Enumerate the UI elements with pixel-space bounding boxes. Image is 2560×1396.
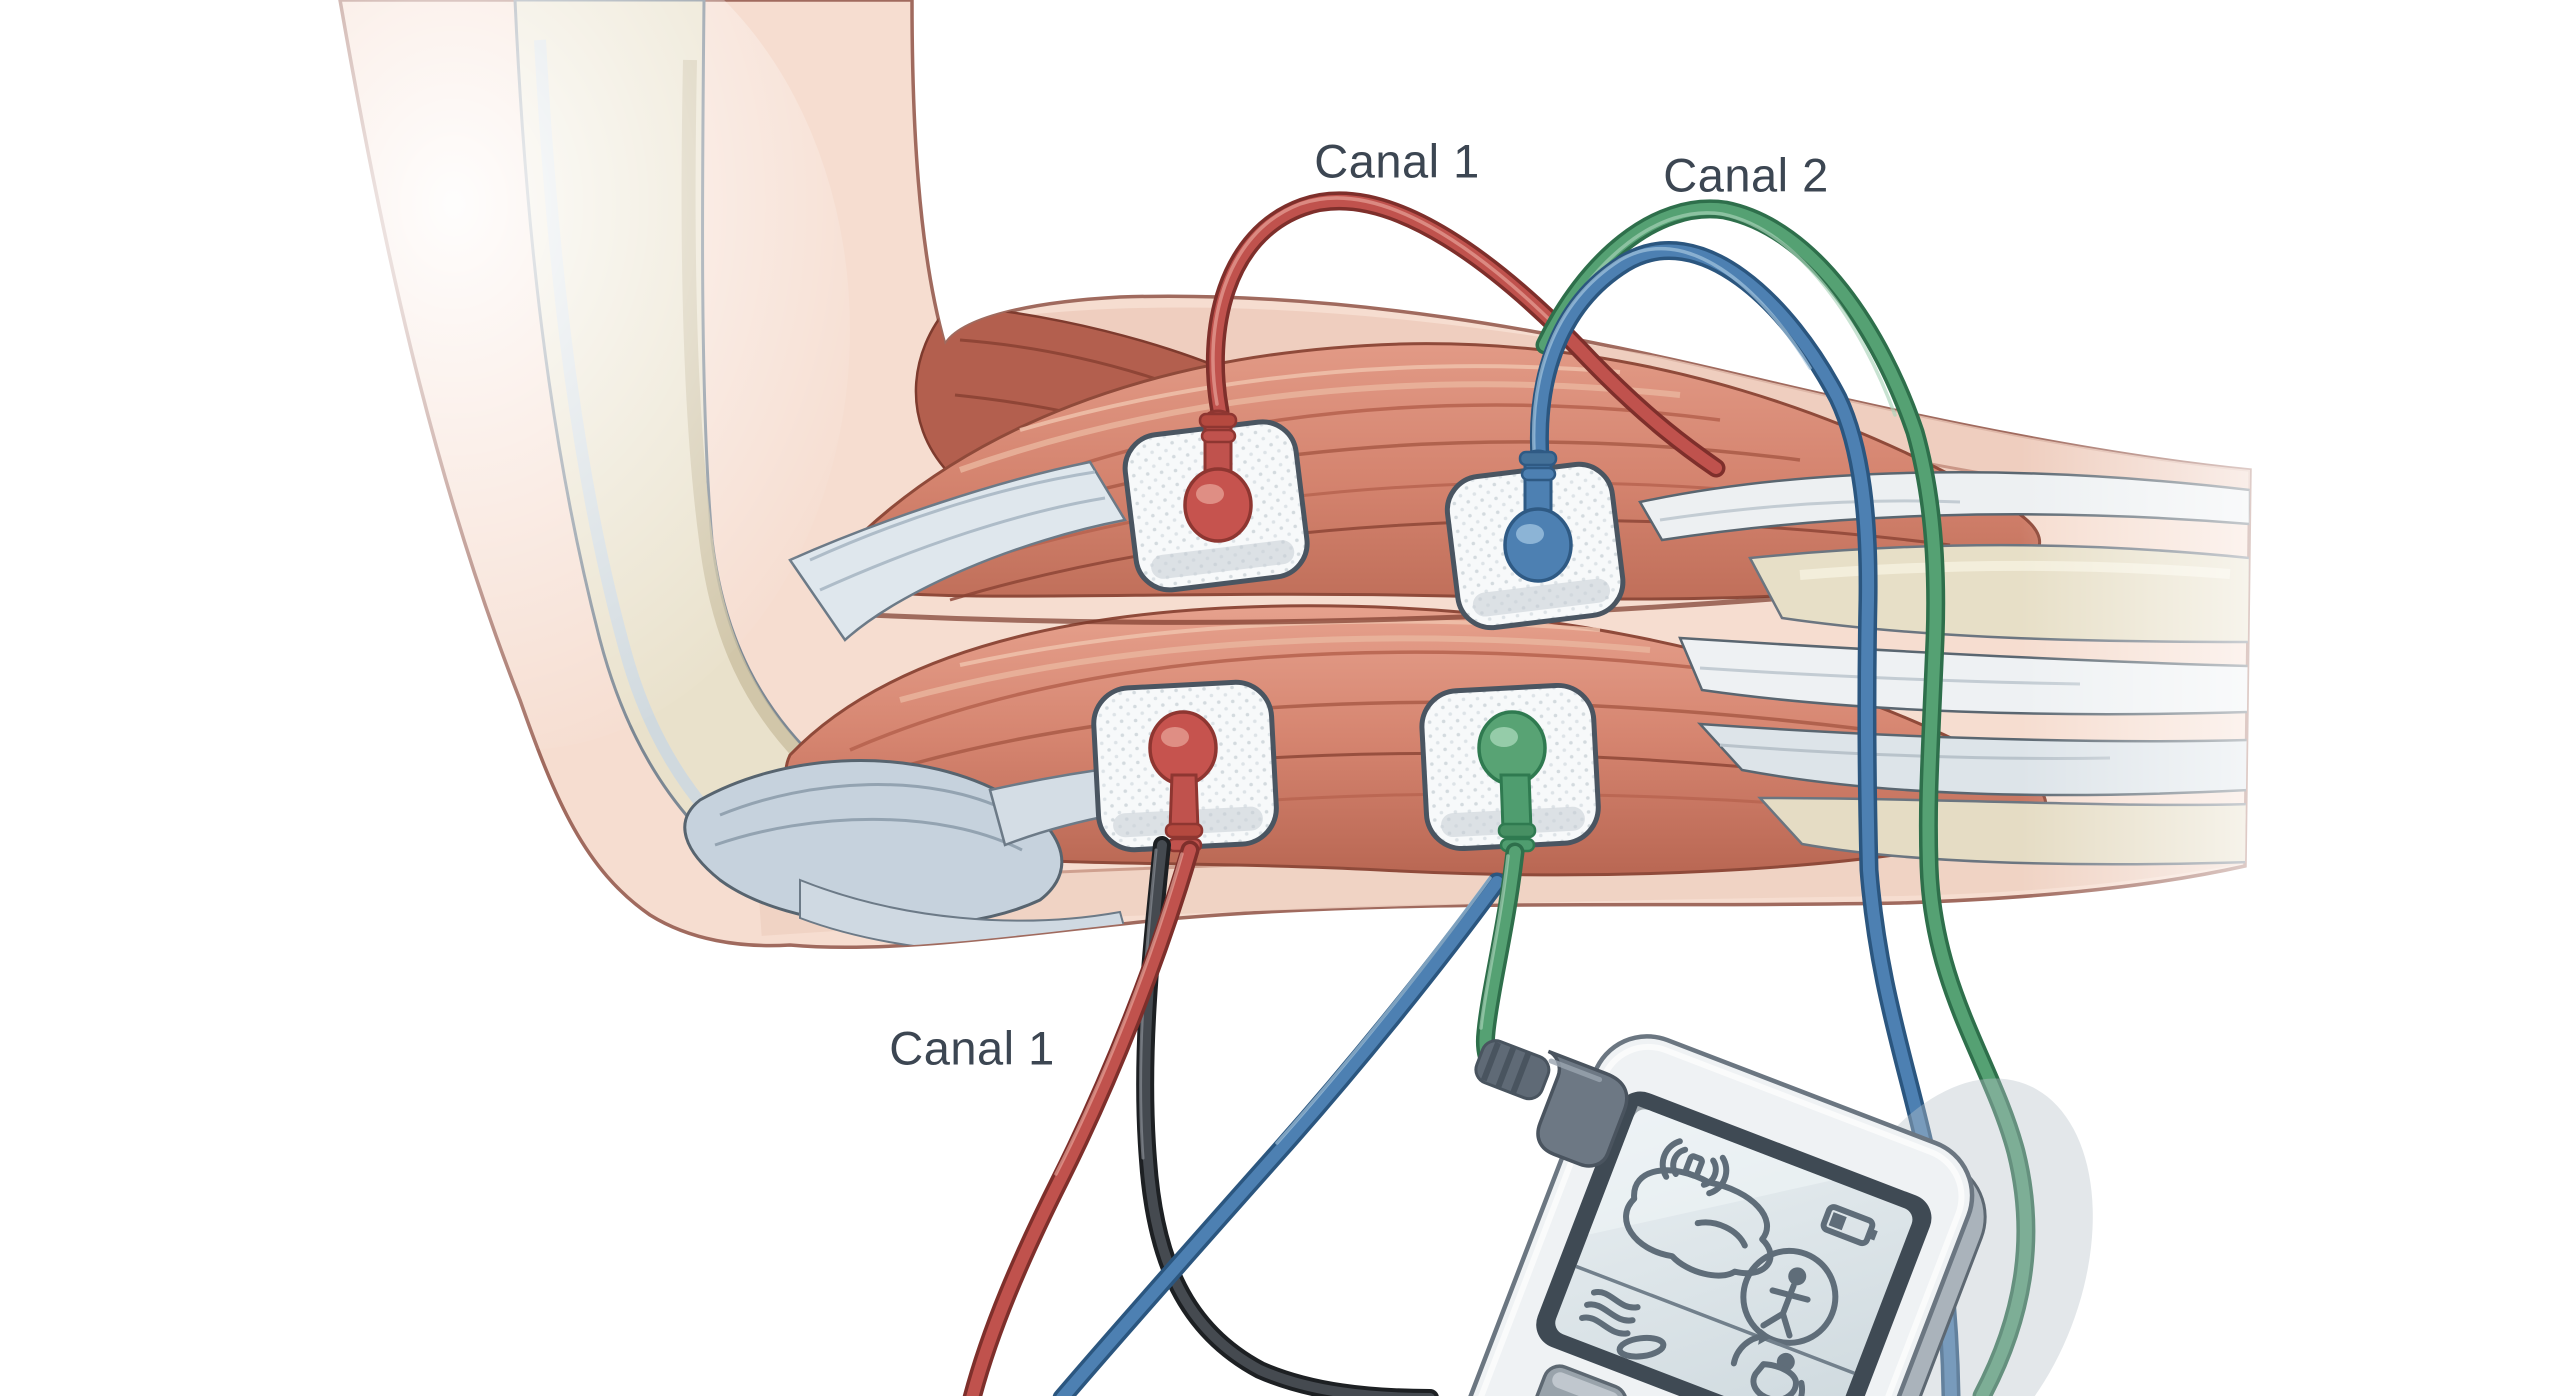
muscle-blob-icon — [1623, 1167, 1774, 1279]
tens-device — [1406, 1034, 1987, 1396]
canal1-red-wire-arc — [1205, 191, 1726, 478]
device-keypad — [1527, 1364, 1628, 1396]
massage-waves-icon — [1579, 1289, 1667, 1360]
screen-glare — [1588, 1105, 1832, 1235]
fade-overlay — [2020, 240, 2560, 1000]
plug-connector — [1474, 1039, 1629, 1168]
blue-wire-crossing — [1052, 872, 1507, 1396]
pad-shadow — [1151, 540, 1295, 579]
arrow-button — [1527, 1364, 1628, 1396]
canal1-red-wire-lower — [962, 840, 1200, 1396]
elbow-ligaments — [683, 460, 1252, 948]
green-connector-lower — [1477, 710, 1547, 853]
battery-icon — [1820, 1204, 1878, 1247]
label-canal2-top: Canal 2 — [1663, 148, 1829, 202]
blue-connector-upper — [1503, 449, 1573, 583]
label-canal1-top: Canal 1 — [1314, 134, 1480, 188]
red-connector-upper — [1183, 409, 1253, 543]
person-circle-icon — [1740, 1247, 1839, 1346]
body-rotation-icon — [1730, 1328, 1805, 1396]
canal1-black-wire — [1136, 836, 1439, 1396]
label-canal1-bottom: Canal 1 — [889, 1021, 1055, 1075]
device-bevel — [1416, 1043, 1965, 1396]
pad-shadow — [1472, 578, 1611, 617]
skin-highlight — [190, 0, 850, 750]
screen-divider — [1575, 1264, 1855, 1375]
